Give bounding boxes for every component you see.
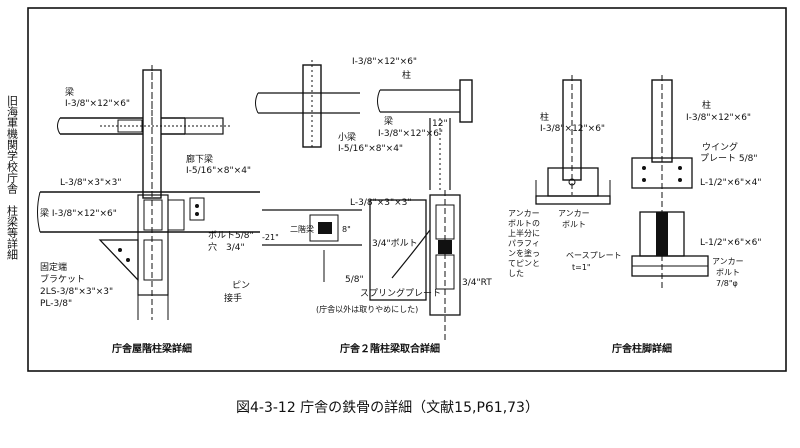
d2-dim-21: -21" [262, 233, 279, 242]
d2-small-beam-left [258, 92, 360, 114]
d1-angle: L-3/8"×3"×3" [60, 178, 122, 188]
d1-sub-beam-name: 廊下梁 [186, 153, 213, 165]
d2-beam-size: I-3/8"×12"×6" [378, 129, 443, 139]
d3-angle-top: L-1/2"×6"×4" [700, 178, 762, 188]
bolt-dot [195, 212, 199, 216]
d2-caption: 庁舎２階柱梁取合詳細 [339, 342, 440, 355]
lower-break-mark [37, 191, 41, 233]
roof-beam [60, 117, 185, 135]
d2-second-beam-label: 二階梁 [290, 224, 314, 234]
d3-rivet [642, 166, 646, 170]
bracket-rivet [118, 248, 122, 252]
d2-angle: L-3/8"×3"×3" [350, 198, 412, 208]
d2-col-name: 柱 [402, 69, 411, 81]
d2-beam-web-box [309, 214, 339, 242]
d3-anchor-note-6: てピンと [508, 259, 540, 268]
d3-wing-plate-2: プレート 5/8" [700, 153, 758, 164]
d1-bolt-1: ボルト5/8" [208, 230, 254, 241]
d3-anchor-right-2: ボルト [716, 268, 740, 277]
connection-angle-3 [167, 199, 185, 231]
d3-anchor-note-1: アンカー [508, 209, 540, 218]
d2-note: (庁舎以外は取りやめにした) [316, 304, 418, 314]
d2-rt-34: 3/4"RT [462, 278, 492, 288]
d3-anchor-right-1: アンカー [712, 257, 744, 266]
d2-dim-58: 5/8" [345, 275, 364, 285]
detail-column-base: 柱 I-3/8"×12"×6" 柱 I-3/8"×12"×6" ウイング プレー… [508, 75, 762, 355]
d3-col-size-1: I-3/8"×12"×6" [540, 124, 605, 134]
d1-bracket-2: ブラケット [40, 273, 85, 285]
bracket-diagonal [99, 239, 139, 281]
figure-frame [27, 7, 787, 372]
d3-anchor-note-3: 上半分に [508, 228, 540, 238]
d3-base-plate-1: ベースプレート [566, 251, 622, 260]
d3-anchor-note-7: した [508, 269, 524, 278]
d1-caption: 庁舎屋階柱梁詳細 [111, 342, 192, 355]
side-label: 旧海軍機関学校庁舎 柱梁等詳細 [6, 95, 19, 260]
d1-pin-1: ピン [232, 280, 250, 291]
bolt-dot [195, 204, 199, 208]
d2-small-beam-size: I-5/16"×8"×4" [338, 144, 403, 154]
d3-wing-plate [631, 157, 693, 189]
d3-col-size-2: I-3/8"×12"×6" [686, 113, 751, 123]
d1-bracket-3: 2LS-3/8"×3"×3" [40, 287, 113, 297]
d2-beam-section [318, 222, 332, 234]
d3-anchor-note-5: ンを塗っ [508, 248, 540, 258]
d2-column-flange [459, 79, 473, 123]
d2-break-left [255, 92, 259, 114]
bracket-rivet [126, 258, 130, 262]
d2-joint-plate [369, 199, 427, 301]
d1-sub-beam-size: I-5/16"×8"×4" [186, 166, 251, 176]
d2-beam-name: 梁 [384, 115, 393, 127]
d2-col-size: I-3/8"×12"×6" [352, 57, 417, 67]
d1-beam-name: 梁 [65, 86, 74, 98]
d3-base-plate-2: t=1" [572, 263, 591, 272]
d3-left-base-plate [535, 195, 611, 205]
d2-dim-12: 12" [432, 119, 448, 129]
d2-second-beam [262, 209, 362, 246]
d3-rivet [642, 178, 646, 182]
figure-caption: 図4-3-12 庁舎の鉄骨の詳細（文献15,P61,73） [236, 400, 539, 416]
d3-anchor-left-2: ボルト [562, 220, 586, 229]
beam-break-mark [57, 117, 61, 135]
connection-angle-2 [143, 239, 163, 281]
detail-second-floor-joint: I-3/8"×12"×6" 柱 12" 小梁 I-5/16"×8"×4" I-3… [255, 57, 492, 355]
d3-anchor-left-1: アンカー [558, 209, 590, 218]
d2-beam-right [380, 89, 460, 113]
d2-spring-plate: スプリングプレート [360, 287, 441, 299]
d3-bolt [568, 178, 576, 186]
lower-beam [40, 191, 260, 233]
d1-beam-size: I-3/8"×12"×6" [65, 99, 130, 109]
d2-column-right [429, 118, 451, 190]
d1-pin-2: 接手 [224, 292, 242, 304]
d2-spring-plate-curve [391, 229, 431, 279]
d3-rivet [678, 178, 682, 182]
bolt-plate [189, 197, 205, 221]
d2-bolt-34: 3/4"ボルト [372, 238, 418, 249]
detail-roof-column-beam: 梁 I-3/8"×12"×6" 廊下梁 I-5/16"×8"×4" L-3/8"… [37, 65, 260, 355]
d3-caption: 庁舎柱脚詳細 [611, 342, 672, 355]
d2-dim-8: 8" [342, 225, 351, 234]
d1-beam-lower: 梁 I-3/8"×12"×6" [40, 207, 117, 219]
d2-small-beam-name: 小梁 [338, 131, 356, 143]
d3-anchor-note-2: ボルトの [508, 219, 540, 228]
d3-column-web [656, 212, 668, 256]
d3-left-wing-plate [547, 167, 599, 197]
d3-col-name-1: 柱 [540, 111, 549, 123]
d3-wing-plate-1: ウイング [702, 141, 738, 153]
d2-break-right [377, 89, 381, 113]
d3-anchor-note-4: パラフィ [508, 239, 540, 248]
d1-bracket-1: 固定端 [40, 261, 67, 273]
d3-col-name-2: 柱 [702, 99, 711, 111]
d3-rivet [678, 166, 682, 170]
d1-bracket-4: PL-3/8" [40, 299, 72, 309]
d1-bolt-2: 穴 3/4" [208, 241, 245, 253]
d3-angle-bottom: L-1/2"×6"×6" [700, 238, 762, 248]
connection-angle-1 [143, 199, 163, 231]
d3-anchor-right-3: 7/8"φ [716, 279, 738, 288]
